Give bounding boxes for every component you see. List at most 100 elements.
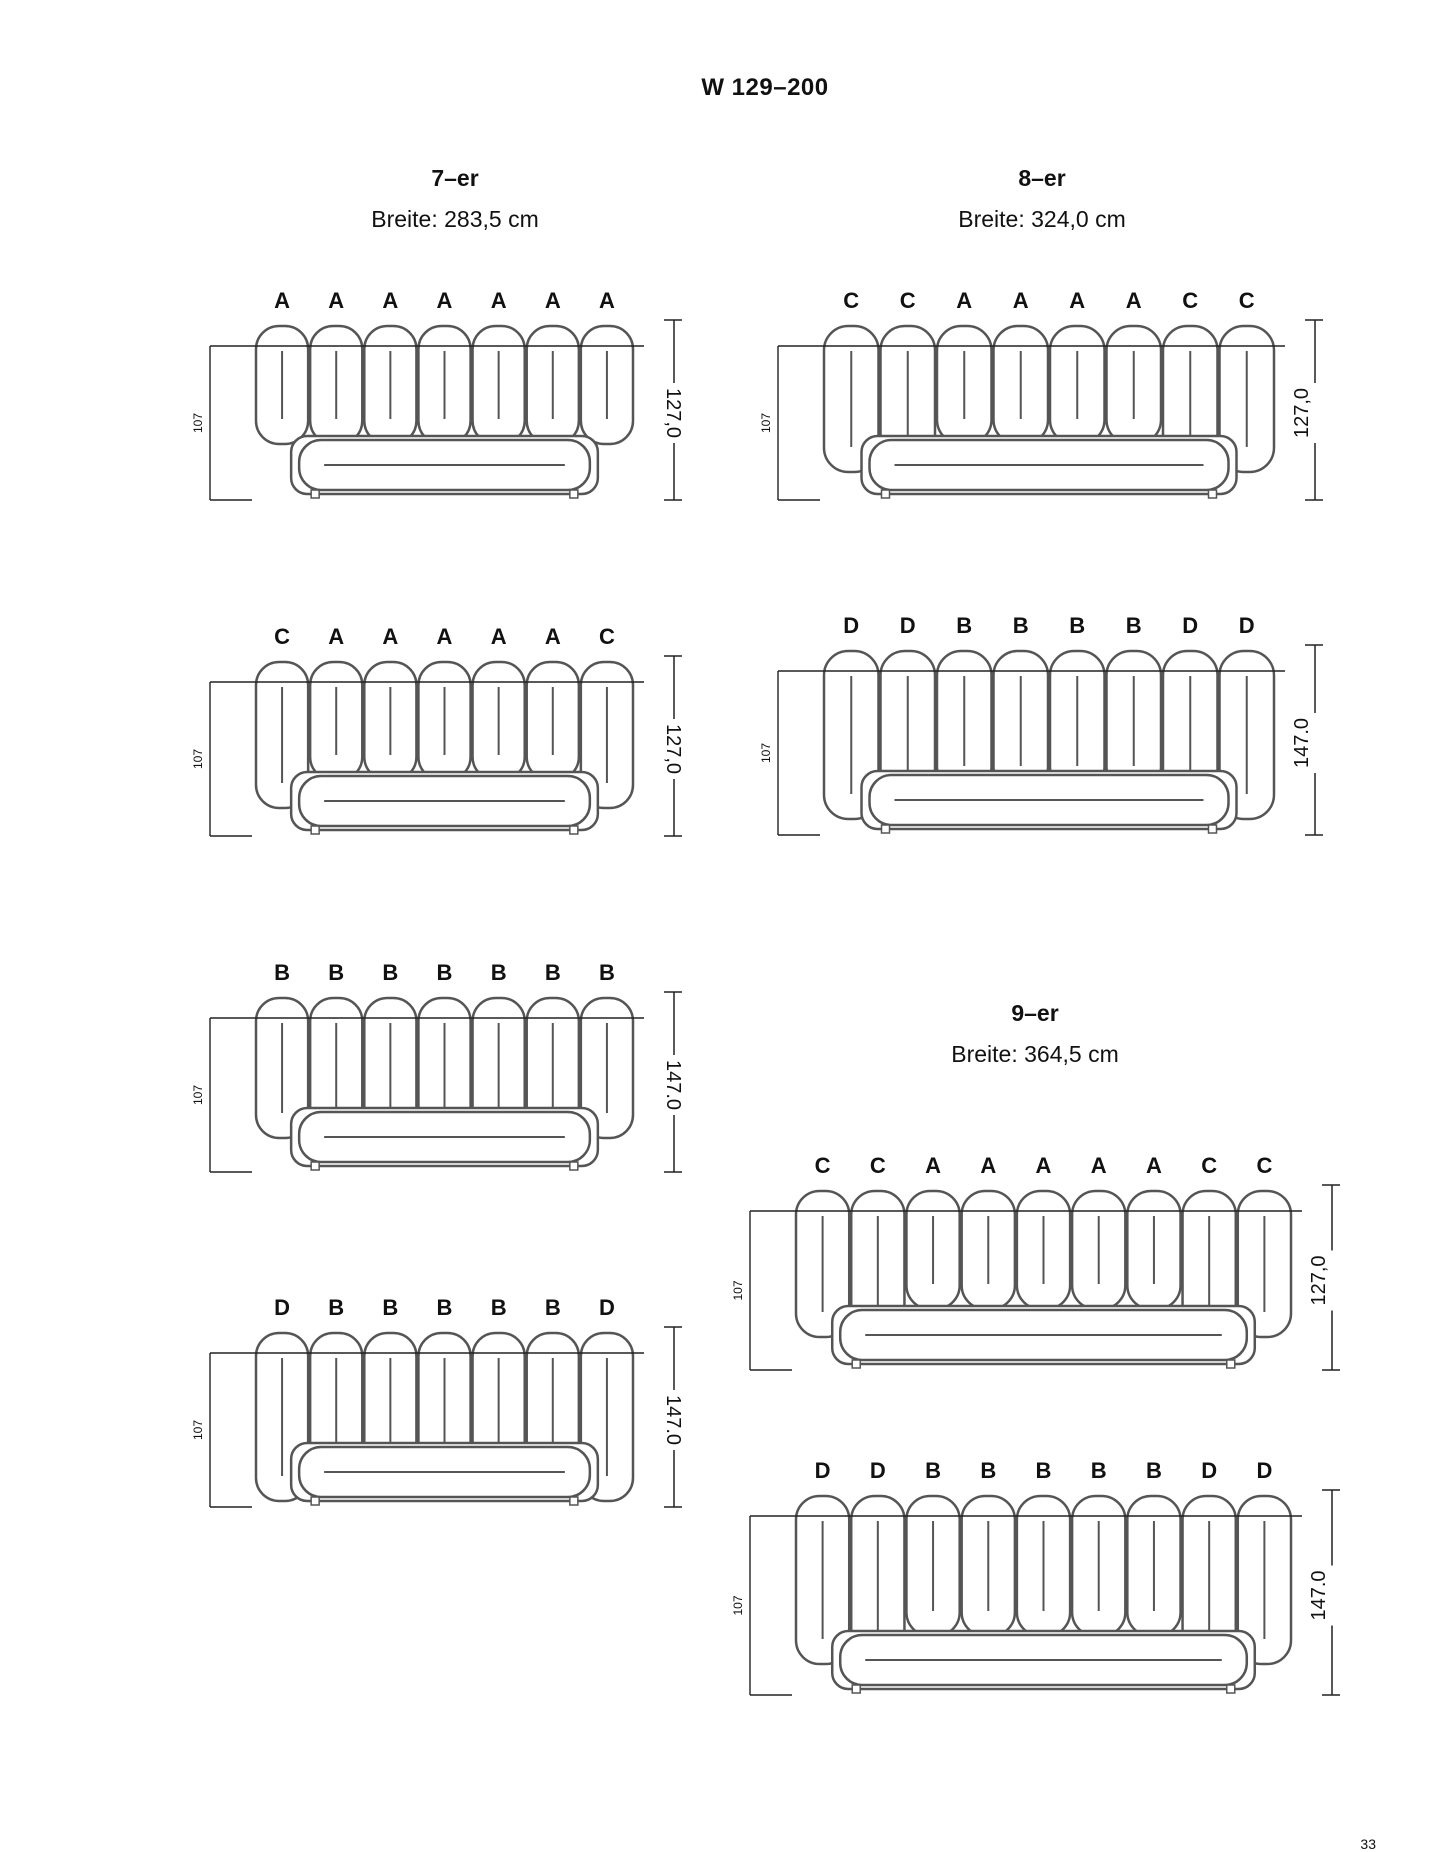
panel-label: A xyxy=(382,288,398,313)
depth-label: 107 xyxy=(191,413,205,433)
panel-label: B xyxy=(382,1295,398,1320)
panel-label: B xyxy=(437,960,453,985)
depth-label: 107 xyxy=(759,413,773,433)
panel-label: C xyxy=(599,624,615,649)
height-label-bg xyxy=(662,1390,686,1450)
panel-label: A xyxy=(328,288,344,313)
panel-label: B xyxy=(328,1295,344,1320)
height-label: 127,0 xyxy=(1291,388,1313,438)
height-label-bg xyxy=(1320,1250,1344,1311)
panel-label: A xyxy=(956,288,972,313)
panel-label: A xyxy=(545,288,561,313)
panel-label: B xyxy=(437,1295,453,1320)
panel-label: A xyxy=(1069,288,1085,313)
height-label-bg xyxy=(662,383,686,443)
panel-label: C xyxy=(1182,288,1198,313)
bed-foot xyxy=(569,489,579,499)
panel-label: A xyxy=(437,624,453,649)
panel-label: D xyxy=(1182,613,1198,638)
height-label: 127,0 xyxy=(662,388,684,438)
panel-label: A xyxy=(980,1153,996,1178)
group-title-7er: 7–er Breite: 283,5 cm xyxy=(245,165,665,233)
bed-foot xyxy=(880,489,891,499)
panel-label: A xyxy=(1036,1153,1052,1178)
bed-foot xyxy=(569,1496,579,1506)
panel-label: C xyxy=(1201,1153,1217,1178)
group-title-8er: 8–er Breite: 324,0 cm xyxy=(832,165,1252,233)
panel-label: D xyxy=(599,1295,615,1320)
bed-foot xyxy=(851,1359,861,1369)
bed-foot xyxy=(1226,1359,1236,1369)
height-label: 127,0 xyxy=(662,724,684,774)
panel-label: A xyxy=(491,624,507,649)
bed-drawing: A A A A A A A 107 127,0 xyxy=(191,288,686,501)
panel-label: D xyxy=(870,1458,886,1483)
panel-label: A xyxy=(599,288,615,313)
page-number: 33 xyxy=(1360,1836,1376,1852)
bed-foot xyxy=(1207,824,1218,834)
panel-label: B xyxy=(1069,613,1085,638)
height-label: 147.0 xyxy=(662,1395,684,1445)
bed-elevation: A A A A A A A 107 127,0 xyxy=(191,288,692,515)
depth-label: 107 xyxy=(191,749,205,769)
panel-label: B xyxy=(980,1458,996,1483)
panel-label: B xyxy=(545,960,561,985)
panel-label: A xyxy=(382,624,398,649)
panel-label: B xyxy=(328,960,344,985)
panel-label: C xyxy=(870,1153,886,1178)
group-title-9er: 9–er Breite: 364,5 cm xyxy=(825,1000,1245,1068)
bed-foot xyxy=(310,489,320,499)
panel-label: B xyxy=(491,960,507,985)
panel-label: C xyxy=(815,1153,831,1178)
panel-label: A xyxy=(1091,1153,1107,1178)
panel-label: B xyxy=(599,960,615,985)
height-label-bg xyxy=(662,1055,686,1115)
panel-label: A xyxy=(274,288,290,313)
panel-label: A xyxy=(1126,288,1142,313)
depth-label: 107 xyxy=(759,743,773,763)
group-name: 8–er xyxy=(1018,165,1066,191)
group-name: 9–er xyxy=(1011,1000,1059,1026)
panel-label: B xyxy=(491,1295,507,1320)
bed-foot xyxy=(1226,1684,1236,1694)
panel-label: A xyxy=(925,1153,941,1178)
height-label: 147.0 xyxy=(1308,1570,1330,1620)
height-label-bg xyxy=(1320,1565,1344,1626)
panel-label: A xyxy=(491,288,507,313)
height-label-bg xyxy=(662,719,686,779)
group-width: Breite: 364,5 cm xyxy=(951,1041,1119,1067)
panel-label: C xyxy=(1256,1153,1272,1178)
depth-label: 107 xyxy=(191,1420,205,1440)
panel-label: A xyxy=(328,624,344,649)
bed-foot xyxy=(880,824,891,834)
panel-label: B xyxy=(1013,613,1029,638)
panel-label: D xyxy=(1256,1458,1272,1483)
panel-label: B xyxy=(1126,613,1142,638)
height-label: 127,0 xyxy=(1308,1255,1330,1305)
depth-label: 107 xyxy=(731,1595,745,1615)
depth-label: 107 xyxy=(731,1280,745,1300)
panel-label: B xyxy=(956,613,972,638)
panel-label: C xyxy=(274,624,290,649)
panel-label: D xyxy=(1201,1458,1217,1483)
panel-label: B xyxy=(1091,1458,1107,1483)
depth-label: 107 xyxy=(191,1085,205,1105)
panel-label: B xyxy=(1146,1458,1162,1483)
group-width: Breite: 283,5 cm xyxy=(371,206,539,232)
panel-label: B xyxy=(1036,1458,1052,1483)
panel-label: C xyxy=(843,288,859,313)
panel-label: A xyxy=(437,288,453,313)
group-width: Breite: 324,0 cm xyxy=(958,206,1126,232)
